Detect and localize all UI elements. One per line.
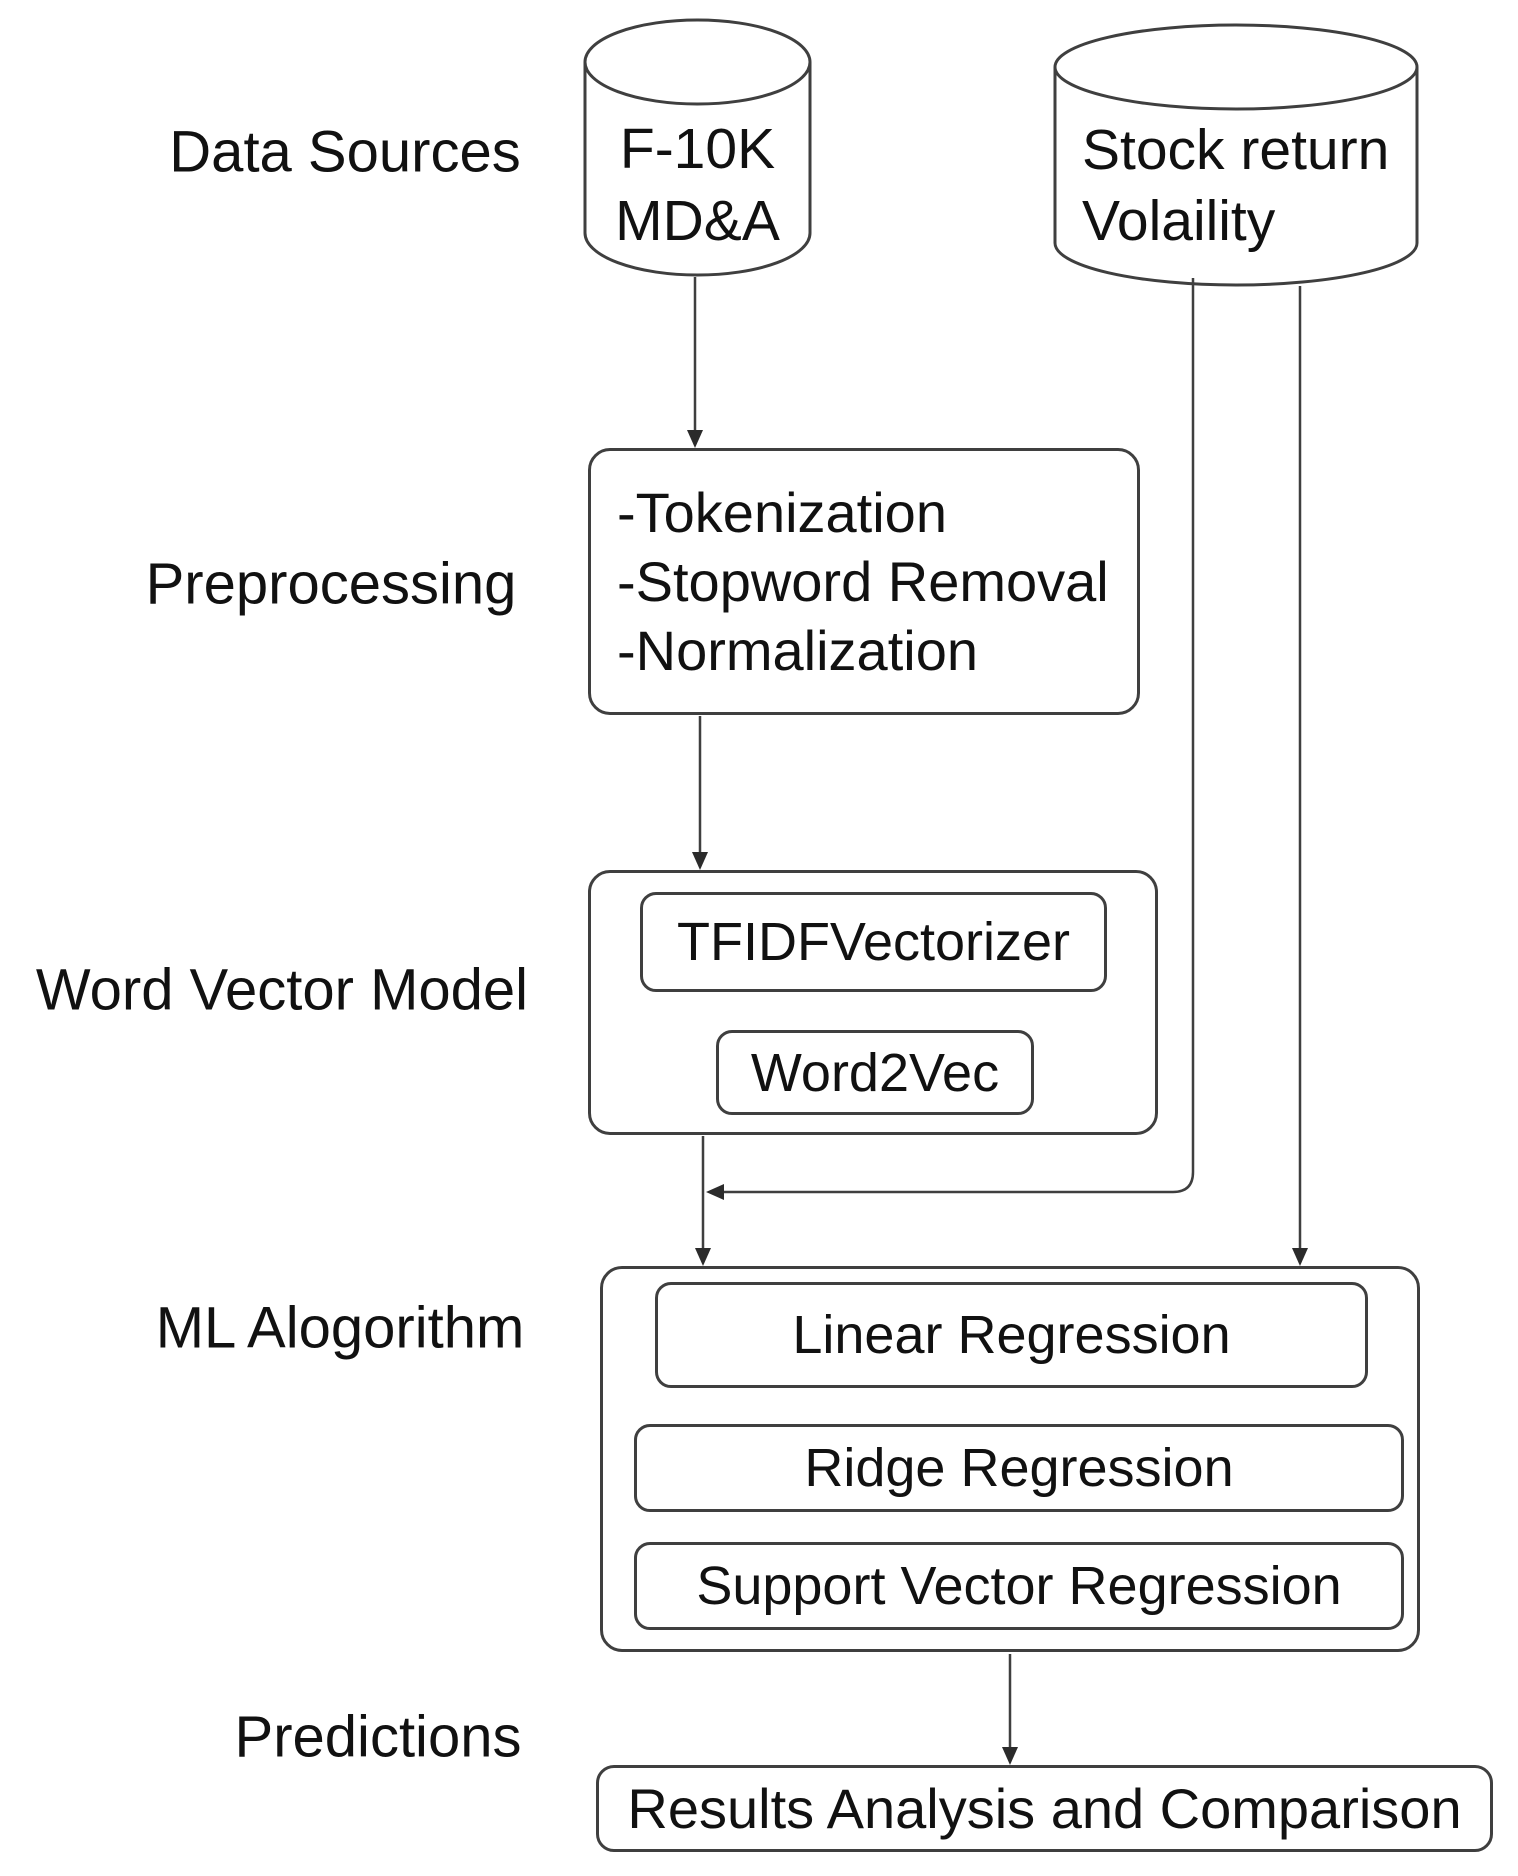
- stage-label-word-vector-model: Word Vector Model: [35, 957, 529, 1023]
- cylinder-top-ellipse: [1053, 23, 1419, 111]
- stock-database-label: Stock return Volaility: [1082, 115, 1389, 257]
- tfidf-vectorizer-node: TFIDFVectorizer: [640, 892, 1107, 992]
- arrowhead-into-ml-left: [695, 1248, 711, 1266]
- preprocessing-node: -Tokenization -Stopword Removal -Normali…: [588, 448, 1140, 715]
- results-analysis-label: Results Analysis and Comparison: [627, 1777, 1462, 1840]
- word2vec-node: Word2Vec: [716, 1030, 1034, 1115]
- arrowhead-into-ml-right: [1292, 1248, 1308, 1266]
- f10k-database-label: F-10K MD&A: [585, 113, 810, 257]
- cylinder-top-ellipse: [583, 18, 812, 106]
- arrowhead-into-preprocessing: [687, 430, 703, 448]
- cylinder-body: [583, 62, 812, 277]
- arrowhead-into-wordvector: [692, 852, 708, 870]
- cylinder-body: [1053, 67, 1419, 287]
- linear-regression-label: Linear Regression: [792, 1305, 1231, 1365]
- preprocessing-step-normalization: -Normalization: [617, 619, 978, 682]
- stock-line1: Stock return: [1082, 118, 1390, 182]
- stage-label-predictions: Predictions: [234, 1704, 522, 1770]
- arrowhead-into-results: [1002, 1747, 1018, 1765]
- stage-label-preprocessing: Preprocessing: [145, 551, 517, 617]
- support-vector-regression-node: Support Vector Regression: [634, 1542, 1404, 1630]
- connector-stock-to-merge: [716, 278, 1195, 1194]
- tfidf-vectorizer-label: TFIDFVectorizer: [676, 912, 1071, 972]
- results-analysis-node: Results Analysis and Comparison: [596, 1765, 1493, 1852]
- stage-label-data-sources: Data Sources: [169, 119, 521, 185]
- stock-line2: Volaility: [1082, 189, 1276, 253]
- word2vec-label: Word2Vec: [750, 1042, 1000, 1103]
- linear-regression-node: Linear Regression: [655, 1282, 1368, 1388]
- arrowhead-into-merge-left: [706, 1184, 724, 1200]
- f10k-line1: F-10K: [619, 117, 776, 181]
- support-vector-regression-label: Support Vector Regression: [696, 1556, 1342, 1616]
- database-cylinder-f10k: [583, 18, 812, 277]
- ridge-regression-label: Ridge Regression: [804, 1438, 1234, 1498]
- database-cylinder-stock: [1053, 23, 1419, 287]
- ridge-regression-node: Ridge Regression: [634, 1424, 1404, 1512]
- preprocessing-step-tokenization: -Tokenization: [617, 481, 947, 544]
- f10k-line2: MD&A: [615, 189, 780, 253]
- preprocessing-step-stopword-removal: -Stopword Removal: [617, 550, 1109, 613]
- stage-label-ml-algorithm: ML Alogorithm: [155, 1295, 525, 1361]
